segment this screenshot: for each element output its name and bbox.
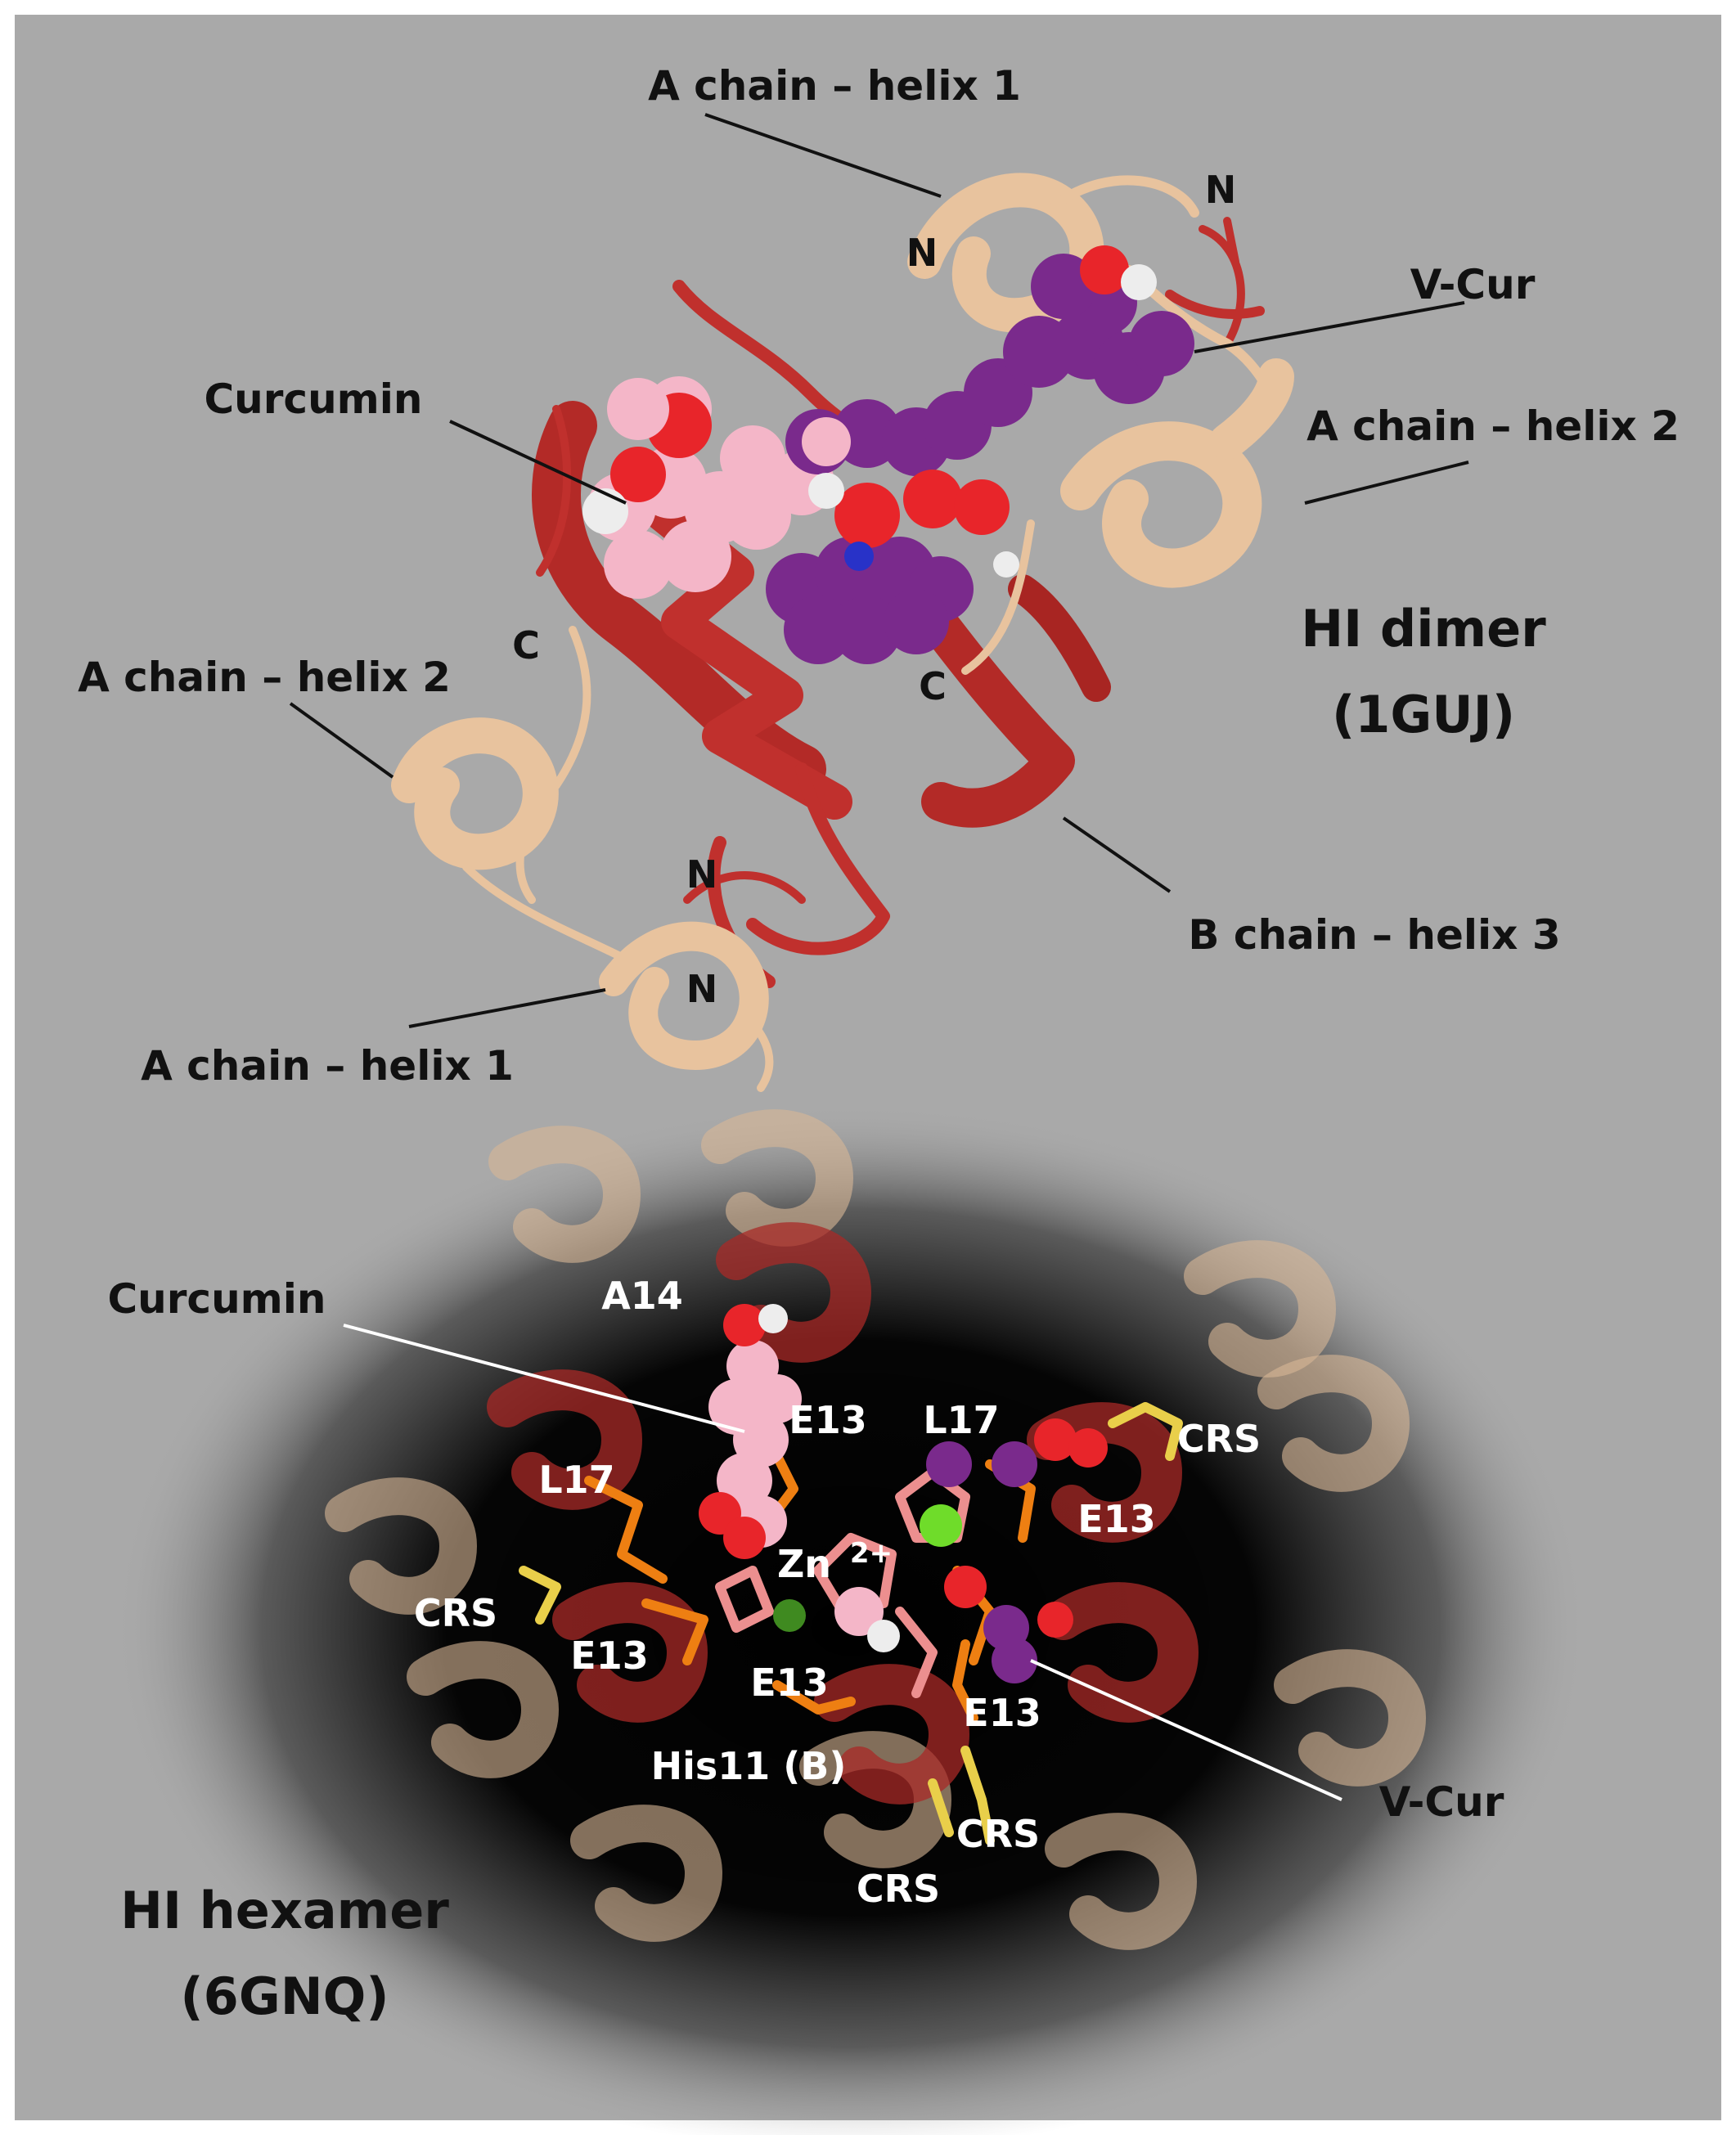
label-hexamer-e13-a: E13 <box>789 1398 866 1442</box>
label-hexamer-crs-d: CRS <box>857 1867 940 1911</box>
label-hexamer-crs-c: CRS <box>956 1812 1040 1856</box>
dimer-v-cur-spheres <box>766 245 1194 664</box>
zinc-ion-sphere-lower <box>773 1599 806 1632</box>
dimer-curcumin-spheres <box>582 376 834 599</box>
label-hexamer-l17-a: L17 <box>923 1398 999 1442</box>
label-dimer-v-cur: V-Cur <box>1410 261 1536 308</box>
label-hexamer-title-line2: (6GNQ) <box>180 1966 389 2026</box>
label-hexamer-curcumin: Curcumin <box>107 1275 326 1323</box>
label-dimer-title-line2: (1GUJ) <box>1332 685 1515 744</box>
label-dimer-a-helix1-bottom: A chain – helix 1 <box>141 1042 514 1090</box>
label-hexamer-title-line1: HI hexamer <box>120 1881 449 1940</box>
label-dimer-n-bottom-lower: N <box>686 967 718 1011</box>
label-hexamer-l17-b: L17 <box>538 1458 614 1502</box>
hexamer-a-chain-helices <box>325 1109 1427 1950</box>
label-hexamer-crs-b: CRS <box>414 1591 497 1635</box>
label-dimer-c-center: C <box>919 664 947 708</box>
label-hexamer-zn: Zn <box>777 1542 831 1586</box>
b-chain-cartoon <box>532 217 1265 988</box>
label-hexamer-e13-c: E13 <box>570 1634 648 1678</box>
label-hexamer-e13-e: E13 <box>963 1691 1041 1735</box>
label-dimer-b-helix3: B chain – helix 3 <box>1188 911 1560 959</box>
label-dimer-a-helix2-right: A chain – helix 2 <box>1306 402 1680 450</box>
zinc-ion-sphere <box>920 1504 962 1547</box>
hexamer-leader-lines <box>343 1324 1342 1801</box>
label-dimer-c-left: C <box>512 623 540 667</box>
label-dimer-a-helix1-top: A chain – helix 1 <box>648 62 1021 110</box>
label-dimer-a-helix2-left: A chain – helix 2 <box>78 654 451 701</box>
label-hexamer-v-cur: V-Cur <box>1379 1778 1504 1826</box>
hexamer-v-cur-spheres <box>926 1418 1108 1683</box>
label-hexamer-his11: His11 (B) <box>651 1744 847 1788</box>
hexamer-curcumin-spheres <box>699 1304 900 1652</box>
a-chain-cartoon <box>391 173 1294 1092</box>
label-dimer-n-bottom-upper: N <box>686 852 718 897</box>
label-dimer-title-line1: HI dimer <box>1301 599 1546 658</box>
dimer-leader-lines <box>289 113 1469 1028</box>
label-hexamer-e13-b: E13 <box>1077 1497 1155 1541</box>
label-dimer-curcumin: Curcumin <box>204 375 422 423</box>
label-dimer-n-top-right: N <box>1205 168 1237 212</box>
label-dimer-n-top-left: N <box>906 231 938 275</box>
label-hexamer-zn-charge: 2+ <box>850 1537 893 1570</box>
label-hexamer-crs-a: CRS <box>1177 1417 1261 1461</box>
dimer-structure: A chain – helix 1 N N V-Cur Curcumin A c… <box>78 62 1680 1092</box>
label-hexamer-a14: A14 <box>601 1274 683 1318</box>
hexamer-structure: Curcumin A14 E13 L17 CRS L17 E13 Zn 2+ C… <box>107 1104 1587 2135</box>
label-hexamer-e13-d: E13 <box>750 1661 828 1705</box>
